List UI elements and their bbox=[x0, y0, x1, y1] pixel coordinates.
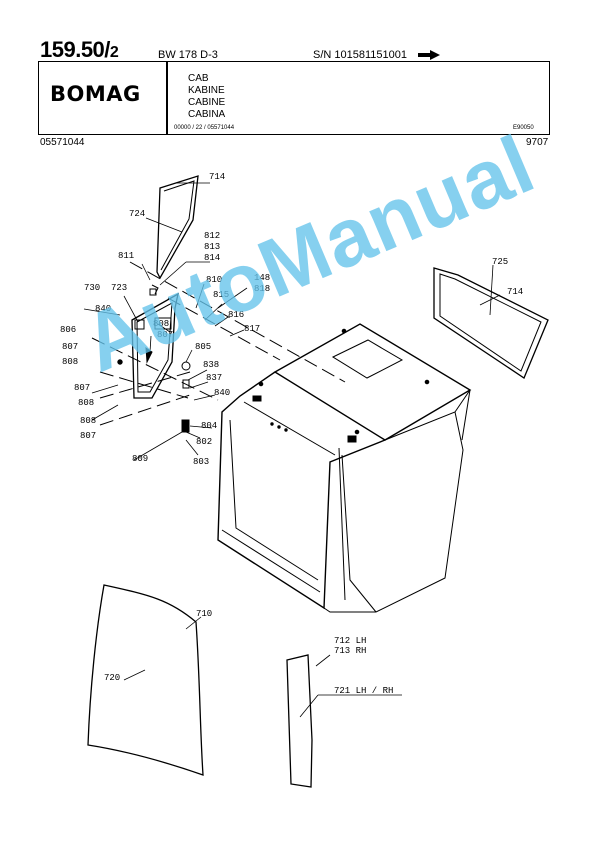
callout-815: 815 bbox=[213, 290, 230, 300]
callout-712: 712 LH bbox=[334, 636, 367, 646]
lock-parts bbox=[149, 284, 191, 433]
windshield-710 bbox=[87, 584, 204, 776]
callout-714: 714 bbox=[507, 287, 524, 297]
glass-724 bbox=[156, 175, 199, 280]
callout-808: 808 bbox=[80, 416, 97, 426]
callout-810: 810 bbox=[206, 275, 223, 285]
callout-814: 814 bbox=[204, 253, 221, 263]
callout-840: 840 bbox=[95, 304, 112, 314]
callout-837: 837 bbox=[206, 373, 223, 383]
header-divider bbox=[166, 61, 168, 135]
title-en: CAB bbox=[188, 73, 209, 84]
callout-838: 838 bbox=[203, 360, 220, 370]
rear-window-725 bbox=[433, 267, 549, 379]
reference-right: E90050 bbox=[513, 125, 534, 131]
callout-806: 806 bbox=[60, 325, 77, 335]
callout-808: 808 bbox=[62, 357, 79, 367]
callout-805: 805 bbox=[195, 342, 212, 352]
side-glass-712 bbox=[286, 654, 313, 788]
callout-730: 730 bbox=[84, 283, 101, 293]
callout-725: 725 bbox=[492, 257, 509, 267]
header-box bbox=[38, 61, 550, 135]
callout-807: 807 bbox=[157, 330, 174, 340]
callout-802: 802 bbox=[196, 437, 213, 447]
callout-807: 807 bbox=[74, 383, 91, 393]
model-label: BW 178 D-3 bbox=[158, 49, 218, 61]
arrow-right-icon bbox=[418, 50, 440, 60]
callout-813: 813 bbox=[204, 242, 221, 252]
callout-804: 804 bbox=[201, 421, 218, 431]
reference-code: 00000 / 22 / 05571044 bbox=[174, 125, 235, 131]
callout-713: 713 RH bbox=[334, 646, 367, 656]
serial-number: S/N 101581151001 bbox=[313, 49, 407, 61]
callout-710: 710 bbox=[196, 609, 213, 619]
title-de: KABINE bbox=[188, 85, 225, 96]
door-frame-730 bbox=[117, 292, 179, 399]
callout-803: 803 bbox=[193, 457, 210, 467]
callout-807: 807 bbox=[80, 431, 97, 441]
callout-807: 807 bbox=[62, 342, 79, 352]
callout-812: 812 bbox=[204, 231, 221, 241]
callout-808: 808 bbox=[153, 319, 170, 329]
callout-720: 720 bbox=[104, 673, 121, 683]
callout-811: 811 bbox=[118, 251, 135, 261]
document-number: 05571044 bbox=[40, 137, 85, 148]
callout-818: 818 bbox=[254, 284, 271, 294]
callout-723: 723 bbox=[111, 283, 128, 293]
callout-148: 148 bbox=[254, 273, 271, 283]
callout-714: 714 bbox=[209, 172, 226, 182]
title-es: CABINA bbox=[188, 109, 226, 120]
callout-817: 817 bbox=[244, 324, 261, 334]
callout-816: 816 bbox=[228, 310, 245, 320]
callout-840: 840 bbox=[214, 388, 231, 398]
callout-721: 721 LH / RH bbox=[334, 686, 394, 696]
brand-logo: BOMAG bbox=[50, 82, 141, 106]
title-fr: CABINE bbox=[188, 97, 226, 108]
page-number: 159.50/2 bbox=[40, 37, 119, 62]
callout-724: 724 bbox=[129, 209, 146, 219]
date-code: 9707 bbox=[526, 137, 549, 148]
callout-808: 808 bbox=[78, 398, 95, 408]
callout-809: 809 bbox=[132, 454, 149, 464]
cab-body bbox=[217, 323, 472, 613]
